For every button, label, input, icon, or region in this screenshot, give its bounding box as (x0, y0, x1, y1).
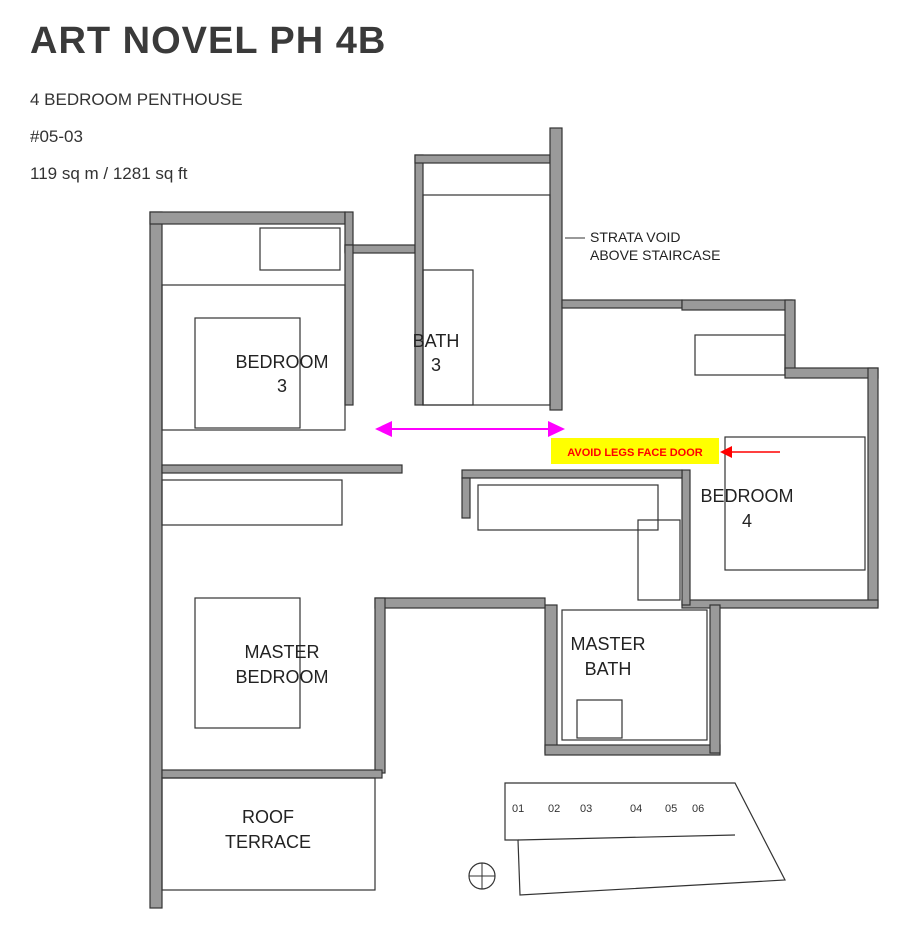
master-bath-label-2: BATH (585, 659, 632, 679)
key-unit-03: 03 (580, 803, 592, 815)
key-unit-06: 06 (692, 803, 704, 815)
bedroom-4-label: BEDROOM (700, 486, 793, 506)
avoid-note-box (551, 438, 719, 464)
plan-title: ART NOVEL PH 4B (30, 20, 387, 62)
bath-3-number: 3 (431, 355, 441, 375)
magenta-arrow (375, 421, 565, 437)
red-arrow (720, 446, 780, 458)
bedroom-4-number: 4 (742, 511, 752, 531)
key-unit-01: 01 (512, 803, 524, 815)
walls (149, 127, 879, 909)
bedroom-3-number: 3 (277, 376, 287, 396)
roof-terrace-label: ROOF (242, 807, 294, 827)
avoid-note-text: AVOID LEGS FACE DOOR (567, 447, 703, 459)
strata-void-label: STRATA VOID (590, 229, 681, 245)
key-plan: 01 02 03 04 05 06 (504, 782, 786, 896)
master-bedroom-label-2: BEDROOM (235, 667, 328, 687)
bath-3-label: BATH (413, 331, 460, 351)
north-compass-icon (469, 863, 495, 889)
key-unit-02: 02 (548, 803, 560, 815)
master-bedroom-label: MASTER (244, 642, 319, 662)
strata-void-label-2: ABOVE STAIRCASE (590, 247, 720, 263)
roof-terrace-label-2: TERRACE (225, 832, 311, 852)
unit-number: #05-03 (30, 127, 83, 146)
master-bath-label: MASTER (570, 634, 645, 654)
key-unit-04: 04 (630, 803, 642, 815)
unit-type: 4 BEDROOM PENTHOUSE (30, 90, 243, 109)
bedroom-3-label: BEDROOM (235, 352, 328, 372)
key-unit-05: 05 (665, 803, 677, 815)
fixtures (161, 194, 866, 891)
unit-area: 119 sq m / 1281 sq ft (30, 164, 188, 183)
